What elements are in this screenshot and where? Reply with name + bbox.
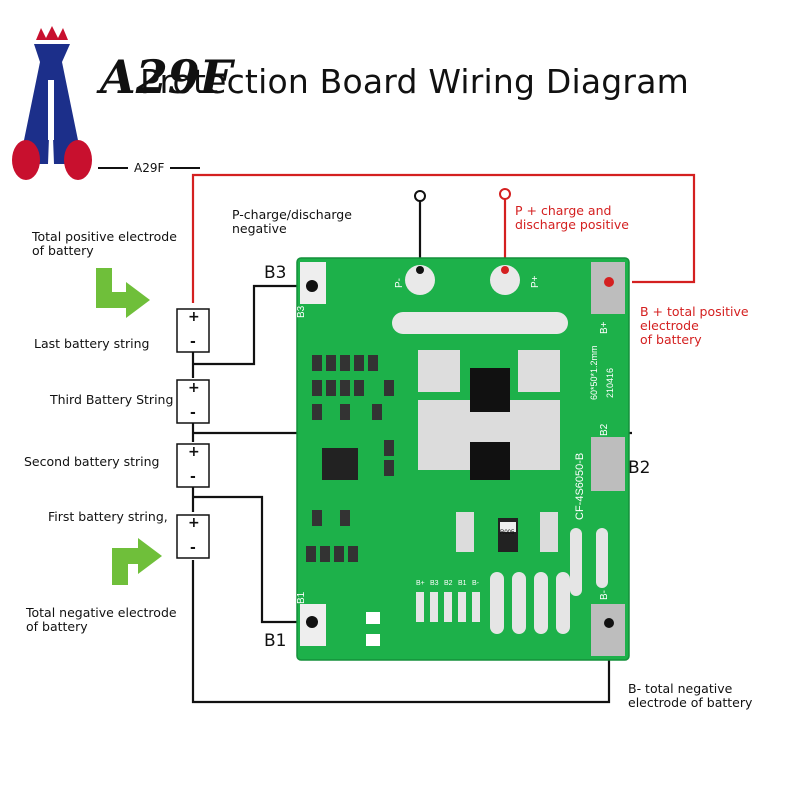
silk-date: 210416 [605, 367, 615, 398]
first-string-label: First battery string, [48, 509, 168, 524]
brand-logo [12, 26, 200, 180]
balance-pin-2: B3 [430, 580, 439, 587]
page-title: Protection Board Wiring Diagram [140, 62, 689, 101]
cell-3-minus: - [190, 405, 196, 421]
logo-red-circle-left [12, 140, 40, 180]
logo-caption: A29F [134, 161, 165, 175]
b1-solder-point [306, 616, 318, 628]
pad-b-plus [591, 262, 625, 314]
balance-pin-1: B+ [416, 580, 425, 587]
arrow-right-icon [96, 268, 150, 318]
cell-4 [176, 308, 210, 353]
total-positive-label: Total positive electrode of battery [32, 229, 177, 258]
b-minus-solder-point [604, 618, 614, 628]
arrow-up-right-icon [112, 538, 162, 585]
total-negative-label: Total negative electrode of battery [26, 605, 177, 634]
silk-model: CF-4S6050-B [574, 452, 586, 520]
wire-b1 [193, 495, 310, 624]
arrows [96, 268, 162, 585]
b-plus-solder-point [604, 277, 614, 287]
silk-b-plus: B+ [599, 321, 610, 334]
red-wires [191, 173, 696, 303]
silk-size: 60*50*1.2mm [589, 345, 599, 400]
b3-label: B3 [264, 263, 287, 283]
copper-strip-top [392, 312, 568, 334]
silk-b3: B3 [296, 305, 307, 318]
cell-2 [176, 443, 210, 488]
silk-b-minus: B- [599, 590, 610, 600]
pad-b-minus [591, 604, 625, 656]
cell-3-plus: + [188, 380, 200, 396]
protection-board [296, 257, 630, 661]
crown-icon [36, 26, 68, 40]
p-minus-label: P-charge/discharge negative [232, 207, 352, 236]
balance-connector [416, 592, 480, 622]
balance-pin-4: B1 [458, 580, 467, 587]
pad-b2 [591, 437, 625, 491]
cell-1-plus: + [188, 515, 200, 531]
wire-b3 [193, 284, 310, 366]
wire-b-plus [191, 173, 696, 303]
p-plus-terminal [499, 188, 511, 200]
cell-2-minus: - [190, 469, 196, 485]
cell-1-minus: - [190, 540, 196, 556]
second-string-label: Second battery string [24, 454, 160, 469]
battery-cells [176, 308, 210, 559]
cell-1 [176, 514, 210, 559]
p-minus-terminal [414, 190, 426, 202]
p-plus-label: P + charge and discharge positive [515, 203, 629, 232]
mosfet-1 [470, 368, 510, 412]
cell-2-plus: + [188, 444, 200, 460]
b-plus-label: B + total positive electrode of battery [640, 304, 749, 347]
silk-p-minus: P- [394, 278, 405, 288]
silk-r005: R005 [500, 530, 515, 536]
b3-solder-point [306, 280, 318, 292]
last-string-label: Last battery string [34, 336, 150, 351]
cell-4-minus: - [190, 334, 196, 350]
protection-ic [322, 448, 358, 480]
silk-b2: B2 [599, 423, 610, 436]
cell-3 [176, 379, 210, 424]
b-minus-label: B- total negative electrode of battery [628, 681, 753, 710]
wire-b-minus [191, 560, 611, 704]
b2-label: B2 [628, 458, 651, 478]
balance-pin-5: B- [472, 580, 479, 587]
mosfet-2 [470, 442, 510, 480]
smd-components [306, 355, 394, 562]
silk-b1: B1 [296, 591, 307, 604]
logo-red-circle-right [64, 140, 92, 180]
silk-p-plus: P+ [530, 275, 541, 288]
p-plus-pad [490, 265, 520, 295]
logo-wordmark: A29F [100, 50, 233, 104]
cell-4-plus: + [188, 309, 200, 325]
third-string-label: Third Battery String [50, 392, 174, 407]
balance-pin-3: B2 [444, 580, 453, 587]
p-minus-pad [405, 265, 435, 295]
b1-label: B1 [264, 631, 287, 651]
